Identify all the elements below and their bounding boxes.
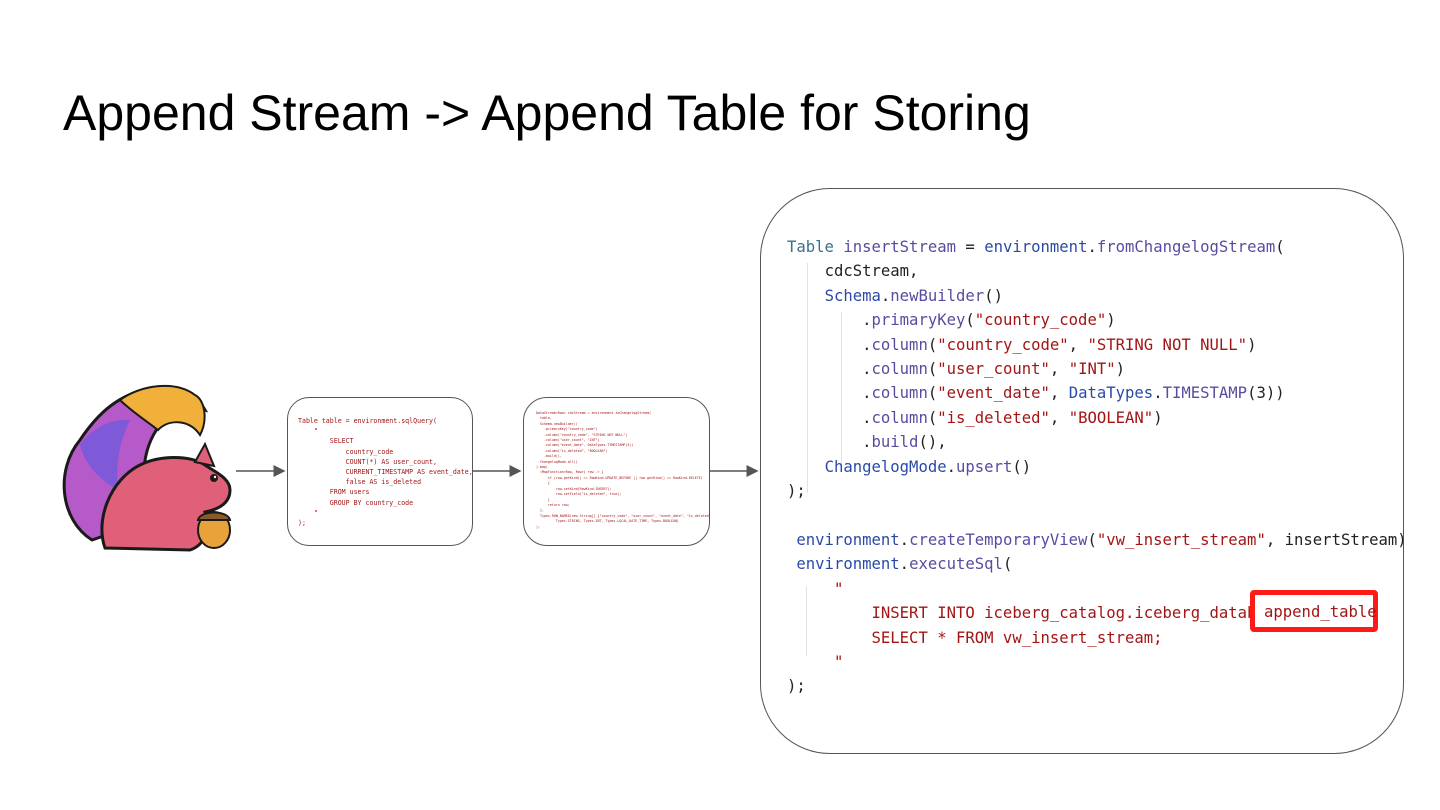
squirrel-icon: [62, 384, 232, 552]
sql-query-card: Table table = environment.sqlQuery( " SE…: [287, 397, 473, 546]
append-table-label: append_table: [1264, 603, 1377, 621]
sql-query-code: Table table = environment.sqlQuery( " SE…: [298, 417, 473, 528]
insert-stream-card: Table insertStream = environment.fromCha…: [760, 188, 1404, 754]
changelog-conversion-code: DataStream<Row> cdcStream = environment.…: [536, 411, 709, 529]
changelog-conversion-card: DataStream<Row> cdcStream = environment.…: [523, 397, 710, 546]
insert-stream-code: Table insertStream = environment.fromCha…: [787, 238, 1403, 696]
append-table-highlight: append_table: [1250, 590, 1378, 632]
slide-title: Append Stream -> Append Table for Storin…: [63, 85, 1031, 141]
